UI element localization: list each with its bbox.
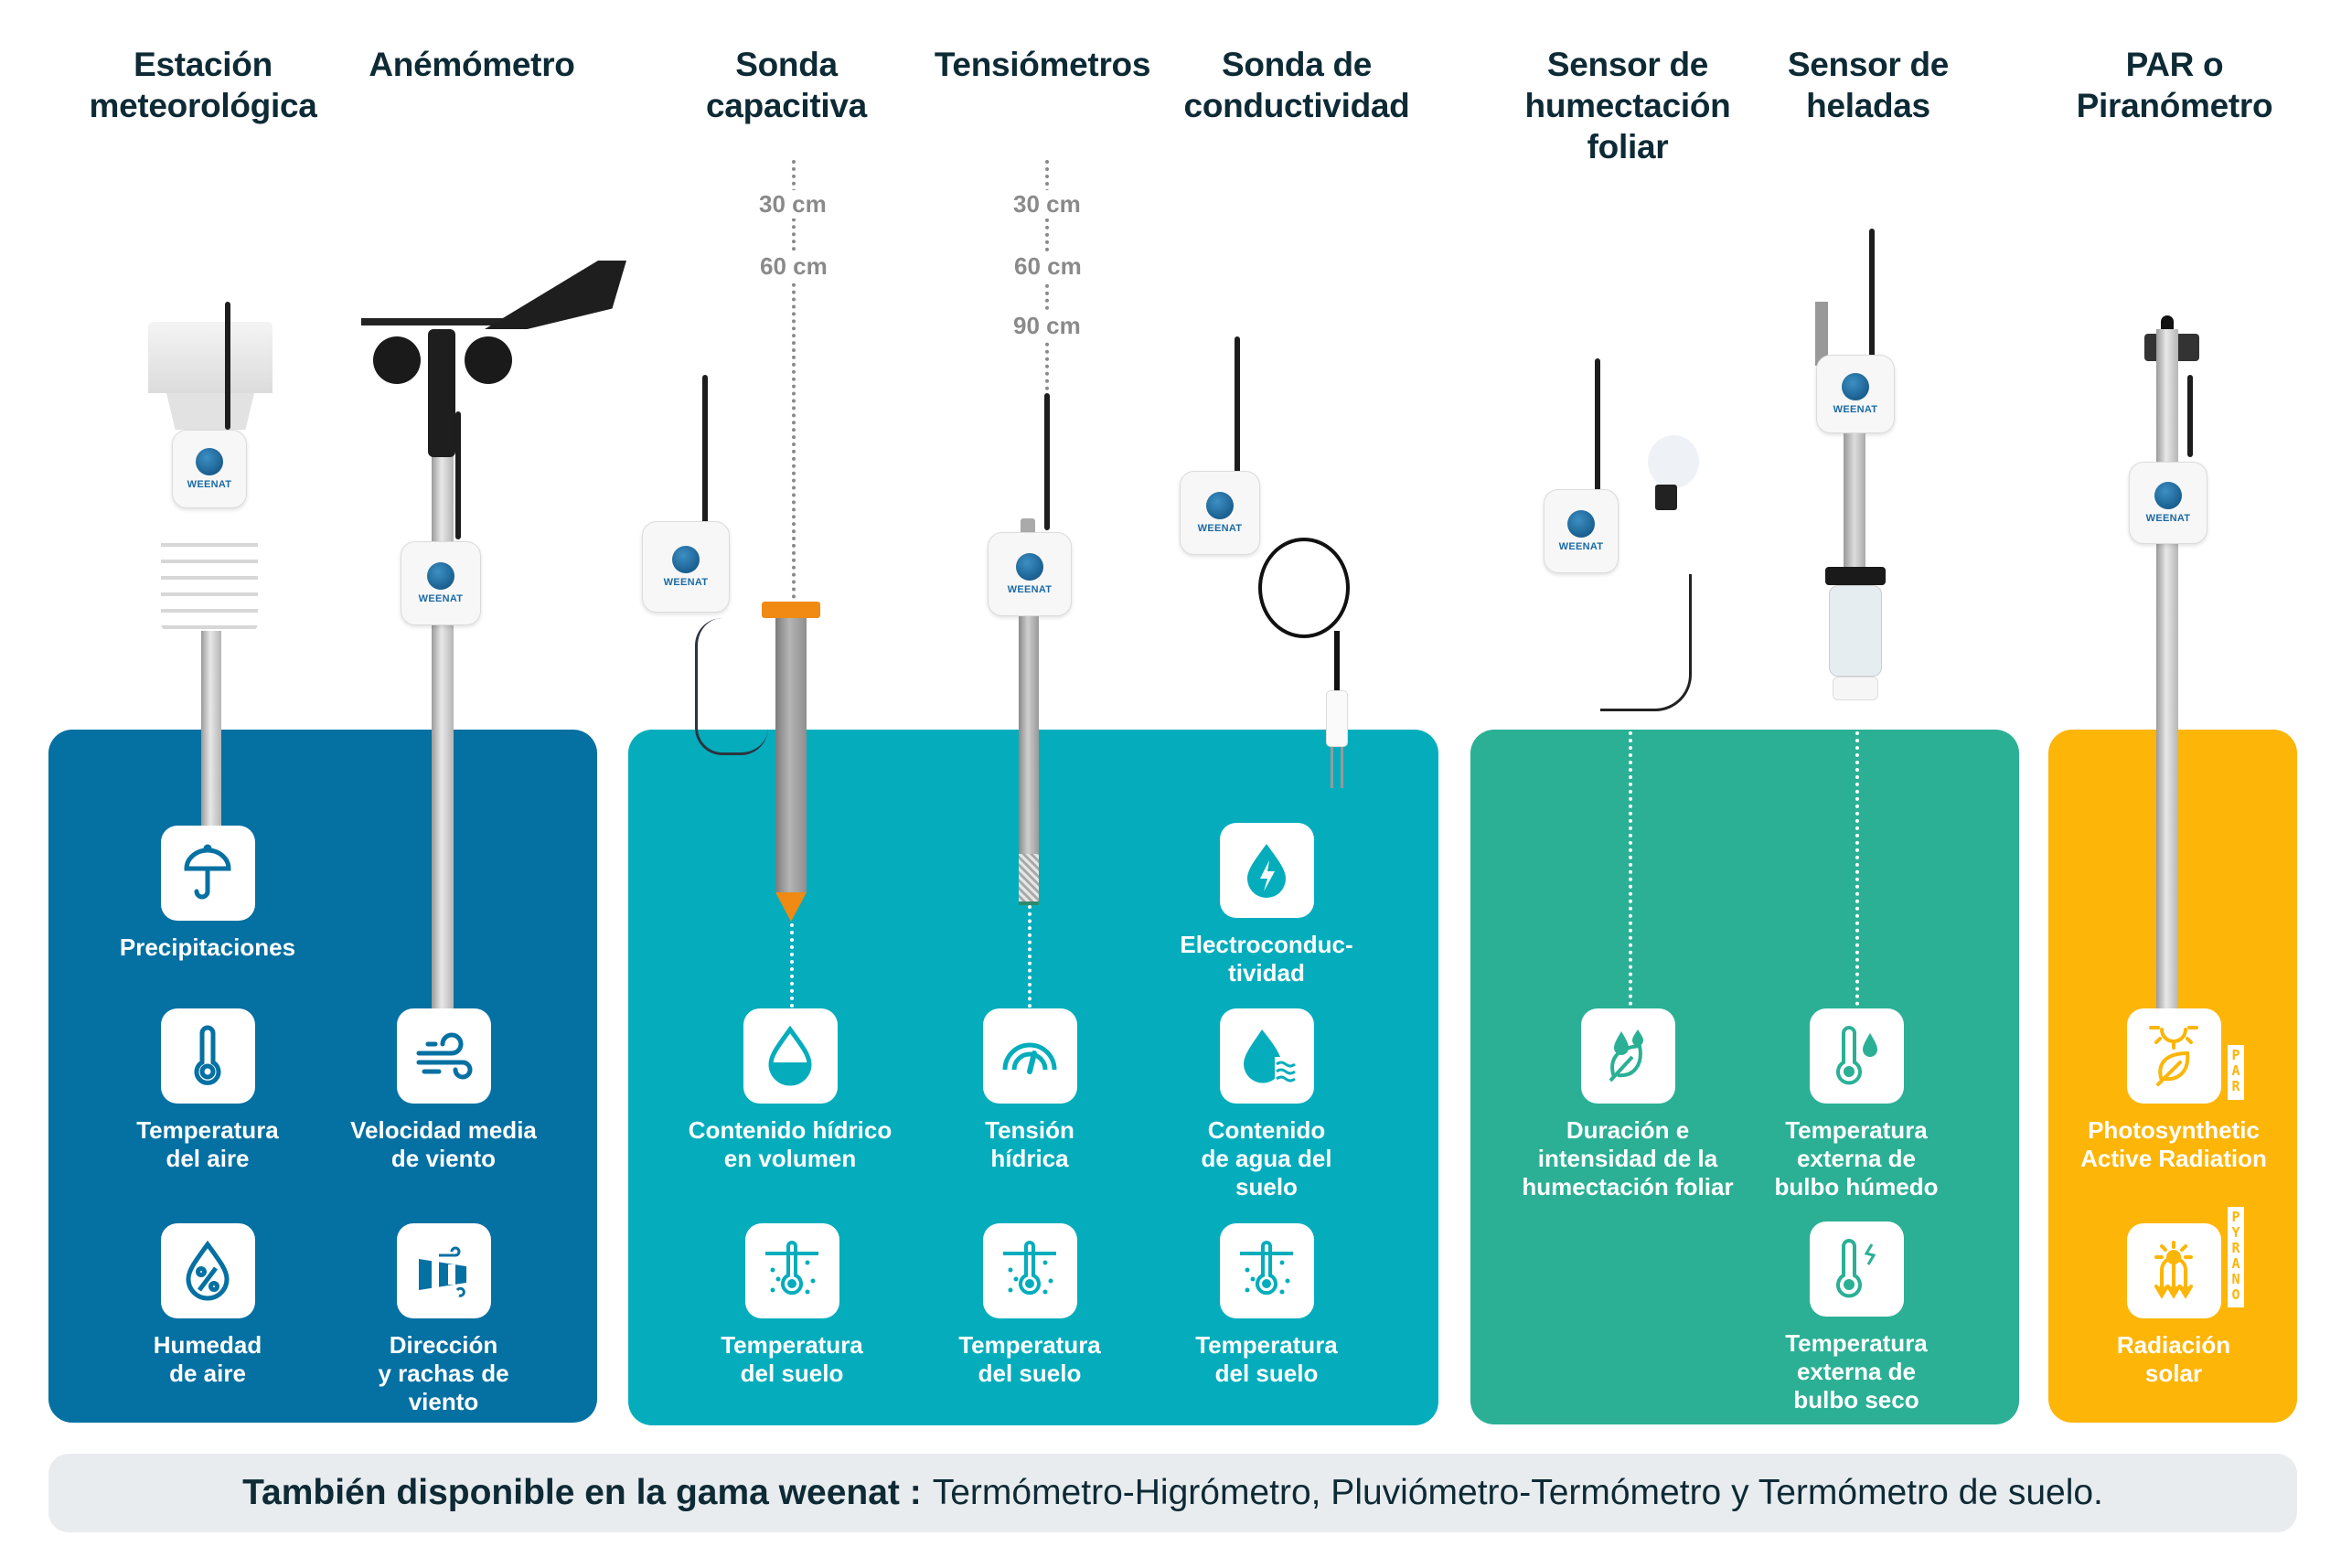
capacitive-depth-line (792, 160, 796, 599)
weather-panel (48, 730, 597, 1423)
thermometer-drop-icon (1809, 1008, 1904, 1104)
title-weather-station: Estación meteorológica (89, 46, 317, 124)
wind-icon (396, 1008, 491, 1104)
soil-thermometer-icon (1219, 1223, 1314, 1318)
thermometer-heat-icon (1809, 1221, 1904, 1317)
feature-soil-temperature: Temperatura del suelo (893, 1223, 1167, 1388)
leaf-drops-icon (1580, 1008, 1675, 1104)
title-leaf-wetness-sensor: Sensor de humectación foliar (1524, 46, 1731, 165)
pyrano-tag: P Y R A N O (2228, 1207, 2244, 1307)
title-conductivity-probe: Sonda de conductividad (1183, 46, 1410, 124)
feature-volumetric-water: Contenido hídrico en volumen (653, 1008, 927, 1173)
feature-soil-temperature: Temperatura del suelo (1129, 1223, 1404, 1388)
feature-wet-bulb: Temperatura externa de bulbo húmedo (1719, 1008, 1994, 1201)
feature-wind-direction: Dirección y rachas de viento (306, 1223, 581, 1416)
title-anemometer: Anémómetro (369, 46, 575, 83)
feature-precipitation: Precipitaciones (70, 826, 345, 962)
feature-solar-radiation: Radiación solar (2036, 1223, 2311, 1388)
feature-leaf-wetness: Duración e intensidad de la humectación … (1491, 1008, 1765, 1201)
connector-line (1028, 905, 1032, 1015)
drop-lightning-icon (1219, 823, 1314, 918)
depth-label: 30 cm (1013, 190, 1081, 219)
gauge-icon (982, 1008, 1077, 1104)
connector-line (1855, 731, 1859, 1006)
water-level-drop-icon (743, 1008, 838, 1104)
depth-label: 60 cm (760, 252, 828, 281)
connector-line (1629, 731, 1632, 1006)
humidity-drop-icon (160, 1223, 255, 1318)
sun-rays-down-icon (2126, 1223, 2221, 1318)
windsock-icon (396, 1223, 491, 1318)
thermometer-icon (160, 1008, 255, 1104)
depth-label: 60 cm (1014, 252, 1082, 281)
feature-dry-bulb: Temperatura externa de bulbo seco (1719, 1221, 1994, 1414)
feature-soil-water: Contenido de agua del suelo (1129, 1008, 1404, 1201)
par-tag: P A R (2228, 1045, 2244, 1100)
title-frost-sensor: Sensor de heladas (1787, 46, 1950, 124)
feature-par: Photosynthetic Active Radiation (2036, 1008, 2311, 1173)
title-par-pyranometer: PAR o Piranómetro (2076, 46, 2273, 124)
feature-wind-speed: Velocidad media de viento (306, 1008, 581, 1173)
footer-lead: También disponible en la gama weenat : (242, 1473, 922, 1512)
connector-line (790, 923, 794, 1015)
depth-label: 90 cm (1013, 312, 1081, 340)
footer-banner: También disponible en la gama weenat : T… (48, 1454, 2297, 1532)
sun-leaf-icon (2126, 1008, 2221, 1104)
feature-electroconductivity: Electroconduc- tividad (1129, 823, 1404, 987)
feature-soil-temperature: Temperatura del suelo (655, 1223, 929, 1388)
feature-air-humidity: Humedad de aire (70, 1223, 345, 1388)
footer-text: Termómetro-Higrómetro, Pluviómetro-Termó… (932, 1473, 2103, 1512)
umbrella-icon (160, 826, 255, 921)
drop-waves-icon (1219, 1008, 1314, 1104)
soil-thermometer-icon (744, 1223, 839, 1318)
title-capacitive-probe: Sonda capacitiva (706, 46, 867, 124)
feature-water-tension: Tensión hídrica (893, 1008, 1167, 1173)
title-tensiometers: Tensiómetros (934, 46, 1151, 83)
leaf-frost-panel (1470, 730, 2019, 1424)
feature-air-temperature: Temperatura del aire (70, 1008, 345, 1173)
depth-label: 30 cm (759, 190, 827, 219)
soil-thermometer-icon (982, 1223, 1077, 1318)
